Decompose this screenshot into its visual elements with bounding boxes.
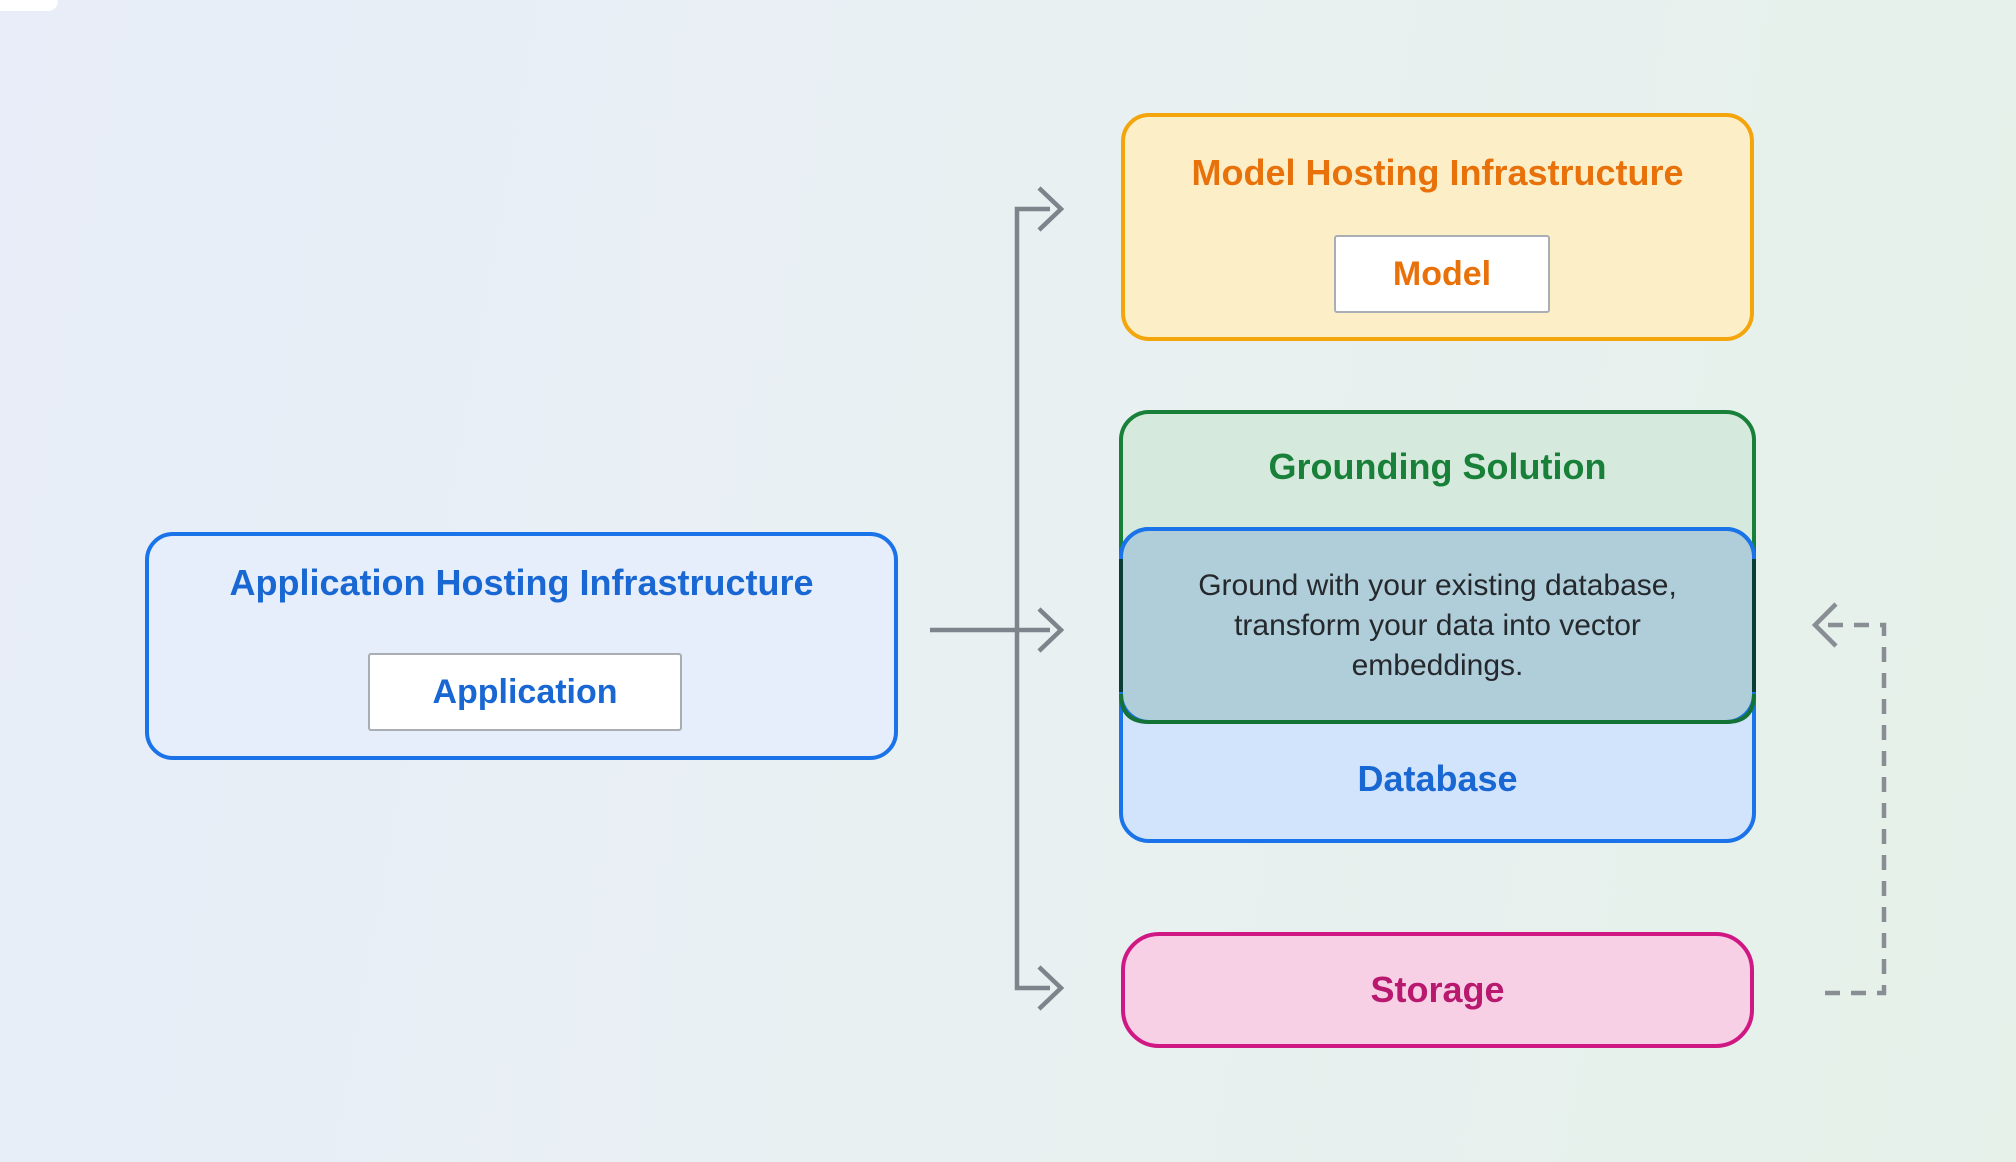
model-component-label: Model	[1392, 254, 1492, 293]
application-component-label: Application	[432, 672, 618, 711]
overlap-side-borders	[1119, 559, 1756, 692]
storage-label: Storage	[1370, 969, 1505, 1010]
grounding-solution-title: Grounding Solution	[1268, 446, 1607, 487]
application-hosting-title: Application Hosting Infrastructure	[229, 562, 814, 603]
arrowhead-to-model-icon	[1037, 186, 1065, 232]
model-hosting-title: Model Hosting Infrastructure	[1191, 152, 1684, 193]
corner-notch	[0, 0, 58, 11]
arrow-branch-trunk	[1014, 206, 1050, 991]
arrowhead-to-grounding-icon	[1037, 607, 1065, 653]
arrowhead-to-storage-icon	[1037, 965, 1065, 1011]
grounding-bottom-border	[1119, 693, 1756, 724]
dashed-storage-to-grounding-path	[1814, 622, 1887, 996]
storage-box: Storage	[1121, 932, 1754, 1048]
model-component-box: Model	[1334, 235, 1550, 313]
application-component-box: Application	[368, 653, 682, 731]
dashed-arrowhead-left-icon	[1811, 602, 1838, 648]
grounding-description: Ground with your existing database, tran…	[1198, 569, 1677, 682]
application-hosting-box: Application Hosting Infrastructure Appli…	[145, 532, 898, 760]
database-label: Database	[1357, 758, 1518, 799]
model-hosting-box: Model Hosting Infrastructure Model	[1121, 113, 1754, 341]
